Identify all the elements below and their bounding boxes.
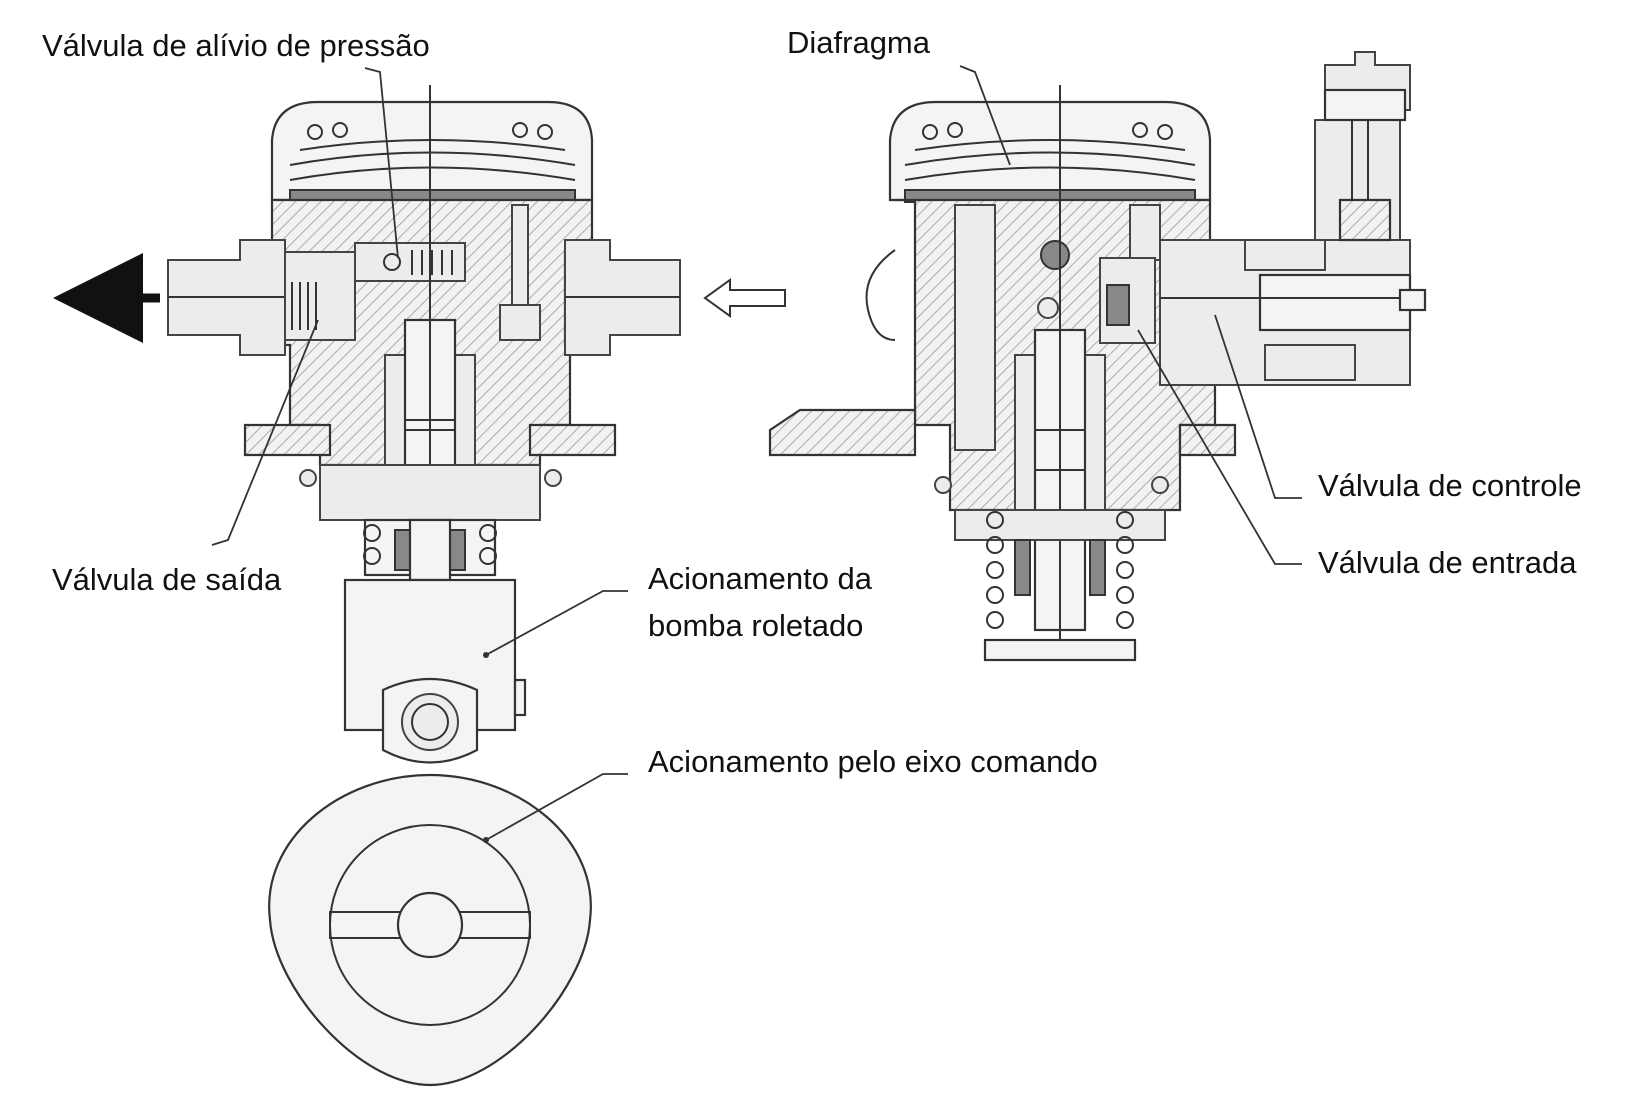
- leader-control-valve: [1214, 314, 1302, 499]
- leader-lines: [211, 65, 1302, 841]
- leader-camshaft: [485, 773, 628, 841]
- right-spring: [954, 509, 1166, 662]
- label-inlet-valve: Válvula de entrada: [1318, 545, 1577, 580]
- left-mounting-flange: [243, 423, 332, 457]
- label-outlet-valve: Válvula de saída: [52, 562, 282, 597]
- leader-pressure-relief: [364, 67, 399, 259]
- label-pressure-relief-valve: Válvula de alívio de pressão: [42, 28, 430, 63]
- left-damper-cover: [270, 100, 594, 202]
- label-diaphragm: Diafragma: [787, 25, 931, 60]
- left-pump-section: [53, 85, 786, 1087]
- right-pump-section: [768, 51, 1427, 662]
- inlet-flow-arrow: [703, 278, 786, 318]
- pressure-relief-valve-part: [354, 242, 466, 282]
- label-camshaft-drive: Acionamento pelo eixo comando: [648, 744, 1098, 779]
- right-damper-cover: [888, 100, 1212, 202]
- label-roller-drive-line1: Acionamento da: [648, 561, 873, 596]
- leader-outlet-valve: [211, 319, 319, 546]
- left-diaphragm-waves: [307, 122, 553, 140]
- right-mounting-flange: [768, 408, 917, 457]
- label-roller-drive-line2: bomba roletado: [648, 608, 863, 643]
- left-spring: [363, 518, 497, 582]
- leader-diaphragm: [959, 65, 1011, 166]
- roller: [401, 693, 459, 751]
- leader-roller-drive: [485, 590, 628, 656]
- label-control-valve: Válvula de controle: [1318, 468, 1582, 503]
- labels: Válvula de alívio de pressão Diafragma V…: [42, 25, 1582, 779]
- leader-inlet-valve: [1137, 329, 1302, 565]
